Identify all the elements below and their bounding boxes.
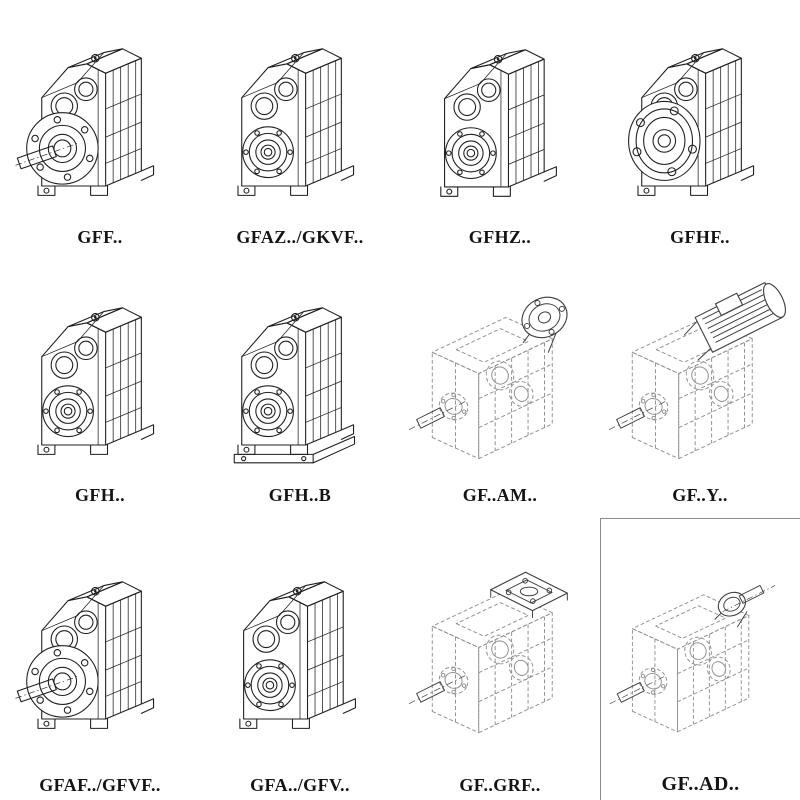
model-label-gfaf-gfvf: GFAF../GFVF..: [39, 775, 161, 795]
gearbox-drawing-motor-adapter-flange: [400, 260, 600, 485]
model-label-gfa-gfv: GFA../GFV..: [250, 775, 350, 795]
catalog-cell-gff: GFF..: [0, 0, 200, 260]
gearbox-drawing-hollow-shaft: [200, 518, 400, 775]
catalog-cell-gf-am: GF..AM..: [400, 260, 600, 518]
gearbox-drawing-input-shaft-adapter: [601, 519, 800, 773]
gearbox-drawing-output-flange: [0, 0, 200, 227]
model-label-gfh: GFH..: [75, 485, 125, 505]
catalog-cell-gfh: GFH..: [0, 260, 200, 518]
catalog-cell-gfhf: GFHF..: [600, 0, 800, 260]
model-label-gf-y: GF..Y..: [672, 485, 728, 505]
gearbox-drawing-mounted-motor: [600, 260, 800, 485]
model-label-gfhz: GFHZ..: [468, 227, 532, 247]
model-label-gfaz-gkvf: GFAZ../GKVF..: [236, 227, 364, 247]
gearbox-drawing-hollow-shaft: [0, 260, 200, 485]
model-label-gf-am: GF..AM..: [462, 485, 538, 505]
catalog-cell-gf-y: GF..Y..: [600, 260, 800, 518]
model-label-gfhf: GFHF..: [670, 227, 730, 247]
catalog-cell-gf-grf: GF..GRF..: [400, 518, 600, 800]
catalog-cell-gfhz: GFHZ..: [400, 0, 600, 260]
gearbox-drawing-hollow-shaft: [200, 0, 400, 227]
model-label-gfh-b: GFH..B: [268, 485, 332, 505]
gearbox-drawing-hollow-shaft-base: [200, 260, 400, 485]
catalog-cell-gfh-b: GFH..B: [200, 260, 400, 518]
gearbox-drawing-square-adapter: [400, 518, 600, 775]
gearbox-drawing-flange-hollow-bore: [600, 0, 800, 227]
model-label-gf-ad: GF..AD..: [661, 773, 740, 795]
catalog-cell-gf-ad: GF..AD..: [600, 518, 800, 800]
model-label-gff: GFF..: [77, 227, 123, 247]
model-label-gf-grf: GF..GRF..: [459, 775, 541, 795]
gearbox-drawing-hollow-shaft: [400, 0, 600, 227]
catalog-cell-gfaz-gkvf: GFAZ../GKVF..: [200, 0, 400, 260]
catalog-cell-gfaf-gfvf: GFAF../GFVF..: [0, 518, 200, 800]
catalog-cell-gfa-gfv: GFA../GFV..: [200, 518, 400, 800]
gearbox-drawing-output-flange: [0, 518, 200, 775]
